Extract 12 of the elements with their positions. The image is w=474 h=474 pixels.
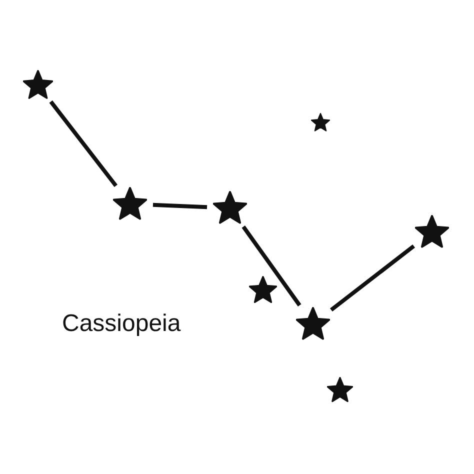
star-shape [249,276,277,304]
constellation-line [49,100,118,188]
star-shape [327,377,353,403]
star-shape [213,191,247,225]
star-shape [23,70,53,100]
constellation-line [330,244,416,312]
constellation-name: Cassiopeia [62,310,181,338]
star-shape [310,112,330,132]
star-shape [296,307,330,341]
star-shape [113,187,147,221]
constellation-line [152,202,208,210]
star-shape [415,215,449,249]
